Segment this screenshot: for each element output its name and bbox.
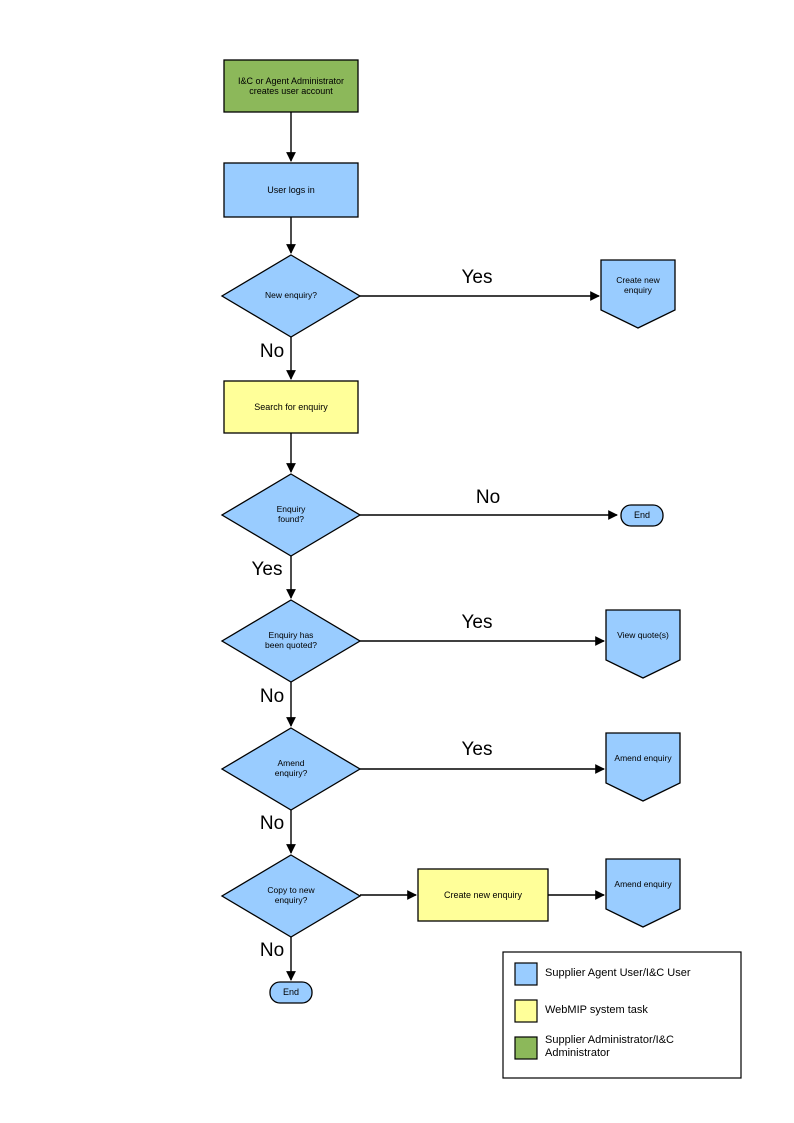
legend-swatch-admin	[514, 1036, 538, 1060]
node-amend-enquiry-1[interactable]	[605, 732, 681, 802]
node-end-terminator-2[interactable]	[269, 981, 313, 1004]
node-user-logs-in[interactable]	[223, 162, 359, 218]
node-view-quotes[interactable]	[605, 609, 681, 679]
node-create-new-enquiry-2[interactable]	[417, 868, 549, 922]
legend-swatch-system	[514, 999, 538, 1023]
node-admin-creates-account[interactable]	[223, 59, 359, 113]
node-end-terminator-1[interactable]	[620, 504, 664, 527]
legend-box	[502, 951, 742, 1079]
node-create-new-enquiry-1[interactable]	[600, 259, 676, 329]
node-amend-enquiry-decision[interactable]	[220, 727, 362, 811]
node-amend-enquiry-2[interactable]	[605, 858, 681, 928]
node-new-enquiry-decision[interactable]	[220, 254, 362, 338]
node-enquiry-quoted-decision[interactable]	[220, 599, 362, 683]
legend-layer	[502, 951, 742, 1079]
node-search-for-enquiry[interactable]	[223, 380, 359, 434]
node-layer	[220, 59, 681, 1004]
node-enquiry-found-decision[interactable]	[220, 473, 362, 557]
node-copy-to-new-enquiry-decision[interactable]	[220, 854, 362, 938]
legend-swatch-user	[514, 962, 538, 986]
edge-layer	[286, 112, 618, 981]
